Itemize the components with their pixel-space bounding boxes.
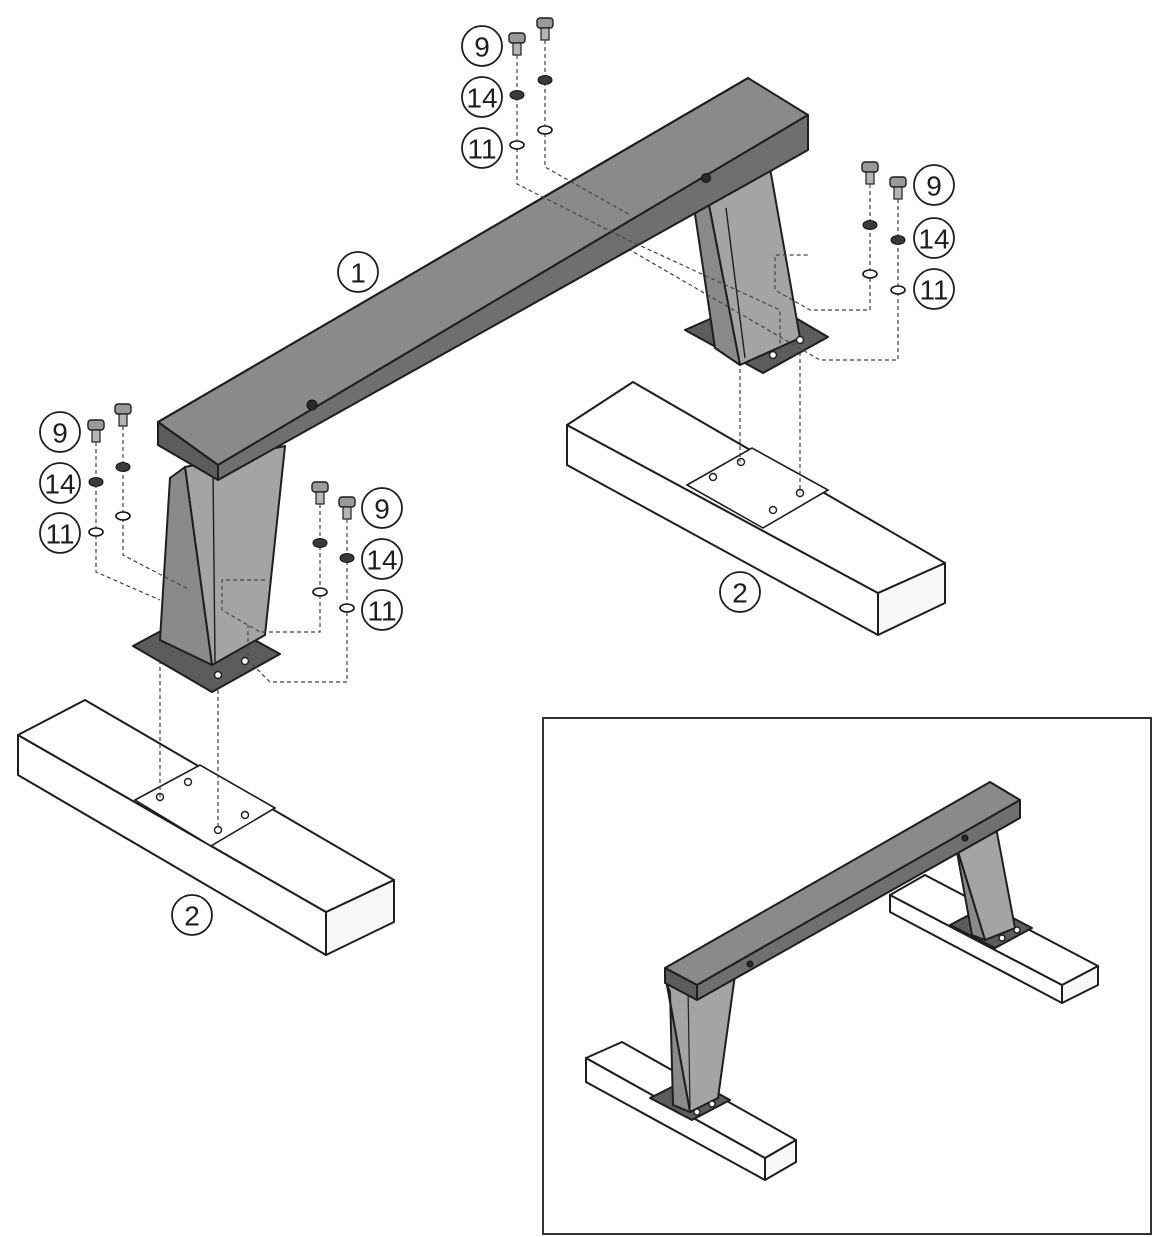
callout-bolt-left-outer-label: 9	[52, 418, 68, 449]
foot-plate-left	[133, 764, 277, 847]
callout-flat-washer-left-inner: 11	[361, 589, 403, 631]
steel-frame	[132, 77, 829, 693]
callout-bolt-left-outer: 9	[39, 411, 81, 453]
alignment-lines-feet	[159, 338, 801, 830]
callout-lock-washer-right-label: 14	[918, 224, 949, 255]
foot-plate-right	[685, 447, 830, 529]
callout-lock-washer-left-inner: 14	[361, 538, 403, 580]
callout-lock-washer-top: 14	[461, 76, 503, 118]
hardware-left-inner	[311, 481, 356, 613]
callout-flat-washer-top-label: 11	[467, 134, 496, 165]
callout-foot-left-label: 2	[184, 901, 200, 932]
hardware-right	[861, 161, 907, 295]
wooden-foot-left	[17, 699, 395, 956]
callout-frame-label: 1	[350, 258, 366, 289]
callout-lock-washer-top-label: 14	[466, 83, 497, 114]
callout-flat-washer-left-outer: 11	[39, 512, 81, 554]
callout-lock-washer-left-outer-label: 14	[44, 469, 75, 500]
callout-bolt-top-label: 9	[474, 32, 490, 63]
hardware-top	[508, 17, 554, 150]
callout-foot-left: 2	[171, 894, 213, 936]
callout-lock-washer-left-inner-label: 14	[366, 545, 397, 576]
callout-flat-washer-right-label: 11	[919, 275, 948, 306]
callout-flat-washer-right: 11	[913, 268, 955, 310]
callout-flat-washer-left-outer-label: 11	[45, 519, 74, 550]
wooden-foot-right	[566, 381, 946, 636]
hardware-left-outer	[87, 403, 132, 537]
callout-frame: 1	[337, 251, 379, 293]
alignment-lines-hardware	[95, 133, 899, 683]
callout-bolt-right: 9	[913, 164, 955, 206]
callout-lock-washer-right: 14	[913, 217, 955, 259]
callout-bolt-top: 9	[461, 25, 503, 67]
callout-foot-right-label: 2	[732, 578, 748, 609]
callout-bolt-left-inner-label: 9	[374, 494, 390, 525]
callout-flat-washer-top: 11	[461, 127, 503, 169]
callout-foot-right: 2	[719, 571, 761, 613]
callout-flat-washer-left-inner-label: 11	[367, 596, 396, 627]
callout-lock-washer-left-outer: 14	[39, 462, 81, 504]
callout-bolt-right-label: 9	[926, 171, 942, 202]
callout-bolt-left-inner: 9	[361, 487, 403, 529]
inset-assembled-view	[542, 717, 1152, 1235]
